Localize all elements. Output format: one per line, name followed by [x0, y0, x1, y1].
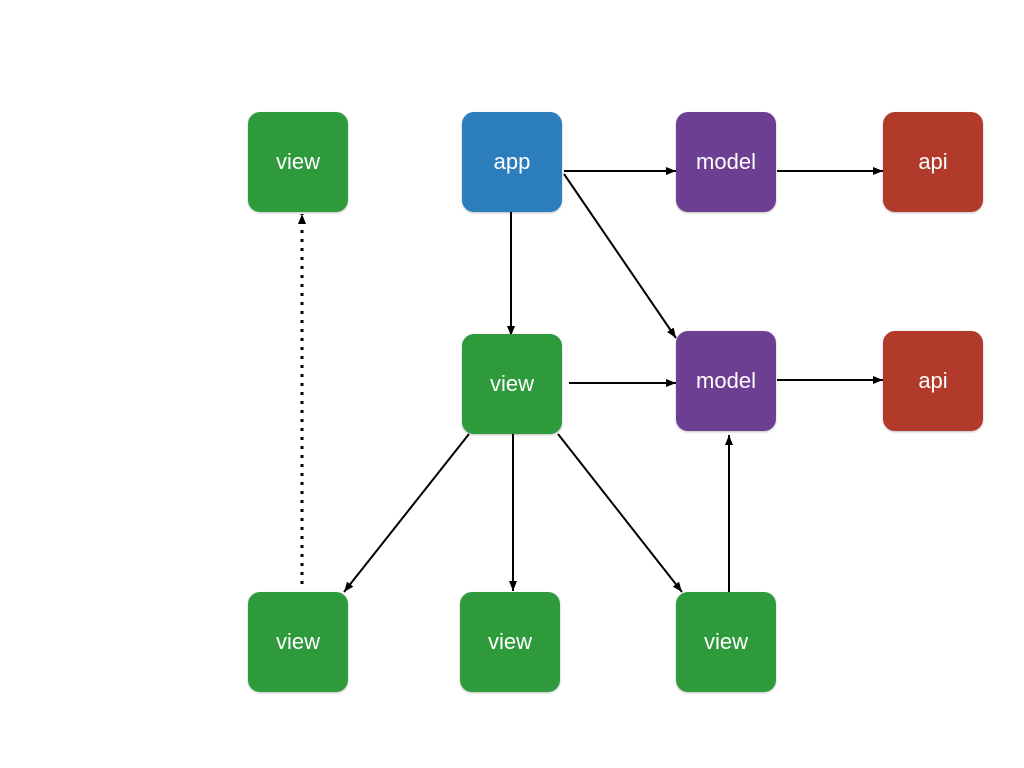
node-label: view [703, 629, 748, 654]
node-view-bottom-center: view [460, 592, 560, 692]
node-label: api [918, 149, 948, 174]
node-view-mid: view [462, 334, 562, 434]
node-api-mid: api [883, 331, 983, 431]
node-view-top: view [248, 112, 348, 212]
node-view-bottom-left: view [248, 592, 348, 692]
node-app: app [462, 112, 562, 212]
node-label: model [696, 368, 756, 393]
node-label: view [489, 371, 534, 396]
node-label: view [275, 629, 320, 654]
edge-app-to-model-mid [563, 173, 677, 339]
node-label: app [493, 149, 531, 174]
node-label: view [487, 629, 532, 654]
node-model-mid: model [676, 331, 776, 431]
edge-view-mid-to-view-bottom-left [343, 433, 470, 593]
node-label: api [918, 368, 948, 393]
node-view-bottom-right: view [676, 592, 776, 692]
node-label: view [275, 149, 320, 174]
node-model-top: model [676, 112, 776, 212]
edge-view-mid-to-view-bottom-right [557, 433, 683, 593]
node-label: model [696, 149, 756, 174]
node-api-top: api [883, 112, 983, 212]
